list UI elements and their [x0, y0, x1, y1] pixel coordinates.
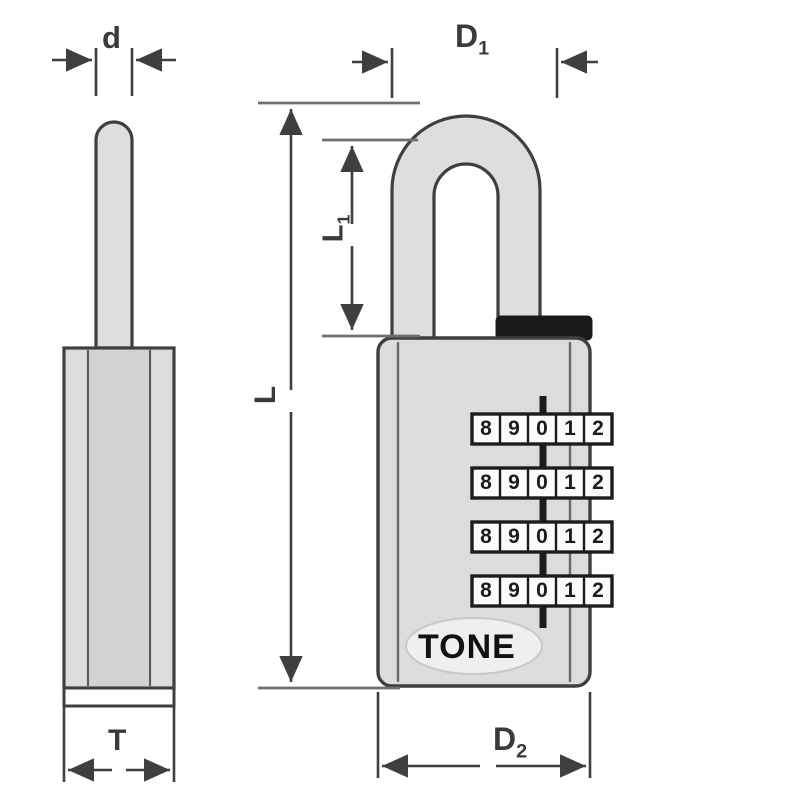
dial-row[interactable] [470, 574, 614, 608]
dimension-label-L1: L1 [317, 214, 354, 243]
side-body-foot [62, 686, 176, 708]
dimension-label-T: T [108, 726, 126, 756]
dial-digit: 1 [564, 417, 576, 440]
dial-row[interactable] [470, 412, 614, 446]
dial-digit: 0 [536, 525, 548, 548]
dial-digit: 0 [536, 471, 548, 494]
dial-digit: 2 [592, 471, 604, 494]
dimension-label-L-text: L [249, 385, 283, 405]
dial-digit: 9 [508, 525, 520, 548]
dimension-label-d: d [102, 22, 121, 53]
side-body-center-panel [90, 350, 148, 686]
brand-badge [405, 617, 543, 675]
dimension-label-D1-sub: 1 [478, 37, 490, 60]
dial-digit: 1 [564, 579, 576, 602]
dial-digit: 1 [564, 525, 576, 548]
dimension-label-D2-text: D [493, 721, 517, 757]
front-elevation-view [376, 114, 614, 688]
dial-digit: 9 [508, 579, 520, 602]
dimension-label-D1-text: D [455, 18, 479, 54]
dial-digit: 9 [508, 471, 520, 494]
dial-digit: 8 [480, 417, 492, 440]
brand-logo-text: TONE [418, 628, 516, 666]
dimension-label-L: L [249, 385, 283, 405]
dial-row[interactable] [470, 466, 614, 500]
dimension-L1 [322, 138, 420, 338]
dial-digit: 8 [480, 579, 492, 602]
dial-digit: 0 [536, 579, 548, 602]
dimension-d [52, 48, 176, 96]
dimension-D1 [352, 48, 598, 98]
side-profile-view [62, 120, 176, 708]
dial-digit: 2 [592, 525, 604, 548]
dimension-D2 [376, 692, 592, 778]
dimension-label-D2-sub: 2 [516, 740, 528, 763]
dial-digit: 1 [564, 471, 576, 494]
dial-digit: 2 [592, 579, 604, 602]
dimension-L [258, 101, 420, 690]
dial-digit: 9 [508, 417, 520, 440]
dial-row[interactable] [470, 520, 614, 554]
dimension-T [62, 700, 176, 782]
dial-digit: 8 [480, 471, 492, 494]
side-shackle-post [94, 120, 134, 350]
front-shackle [390, 114, 542, 347]
dimension-label-d-text: d [102, 20, 121, 55]
dimension-label-D2: D2 [493, 723, 527, 762]
dimension-label-T-text: T [108, 724, 127, 757]
dial-digit: 0 [536, 417, 548, 440]
dimension-label-L1-text: L [317, 224, 350, 243]
dimension-label-D1: D1 [455, 20, 489, 59]
dial-digit: 2 [592, 417, 604, 440]
dimension-label-L1-sub: 1 [333, 214, 354, 225]
dial-digit: 8 [480, 525, 492, 548]
